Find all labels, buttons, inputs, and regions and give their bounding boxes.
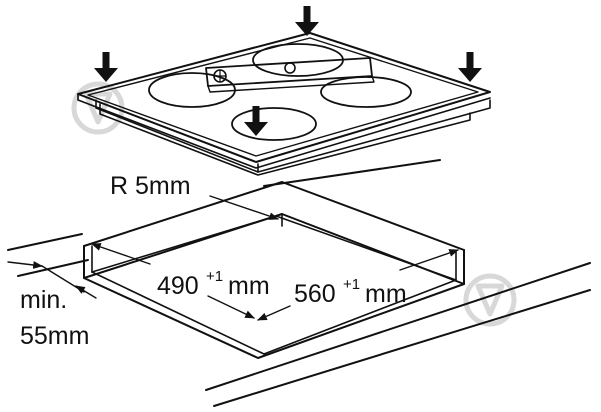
down-arrow-icon (295, 6, 319, 36)
down-arrow-icon (94, 52, 118, 82)
min-distance-label-line2: 55mm (20, 322, 89, 350)
worktop-front-edge-2 (213, 289, 591, 407)
worktop-cutout (83, 181, 465, 359)
cooking-zone-front (231, 107, 317, 141)
width-tolerance: +1 (206, 268, 223, 285)
mounting-bracket (205, 57, 375, 93)
radius-label: R 5mm (110, 172, 191, 200)
worktop-back-edge (263, 159, 441, 187)
dimension-depth (257, 249, 459, 321)
down-arrow-icon (244, 106, 268, 136)
worktop-front-edge-1 (205, 262, 591, 391)
depth-tolerance: +1 (343, 276, 360, 293)
hob-base (99, 103, 471, 176)
worktop-left-edge (7, 233, 83, 251)
watermark-right-icon (466, 276, 514, 324)
width-value: 490 (157, 272, 199, 300)
min-distance-label-line1: min. (20, 286, 67, 314)
cooking-zone-right (320, 76, 412, 108)
width-label: 490 +1 mm (157, 268, 270, 300)
depth-label: 560 +1 mm (294, 276, 407, 308)
hob-top (77, 32, 491, 163)
depth-value: 560 (294, 280, 336, 308)
depth-unit: mm (365, 280, 407, 308)
hob (77, 32, 491, 176)
dimension-width (91, 243, 255, 319)
down-arrow-icon (458, 52, 482, 82)
dimension-radius (209, 195, 279, 220)
width-unit: mm (228, 272, 270, 300)
dimension-min-distance (7, 261, 97, 299)
cooking-zone-left (148, 72, 236, 108)
